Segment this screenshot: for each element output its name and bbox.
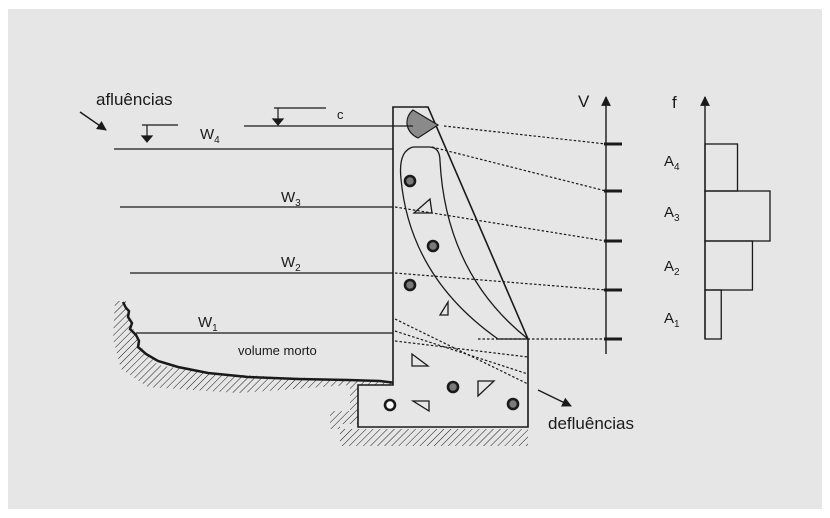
inflow-arrow-icon <box>79 111 107 131</box>
reservoir-diagram: afluências defluências volume morto c V … <box>8 9 822 509</box>
histogram-bar-a2 <box>704 240 754 291</box>
frequency-histogram <box>704 143 771 340</box>
outflow-label: defluências <box>548 414 634 433</box>
volume-axis <box>601 96 622 354</box>
outflow-arrow-icon <box>537 389 572 407</box>
dead-volume-label: volume morto <box>238 343 317 358</box>
level-label-w4: W4 <box>200 126 220 146</box>
control-level-marker-icon <box>271 107 326 126</box>
ground-hatching <box>113 301 528 446</box>
area-label-a2: A2 <box>664 258 680 278</box>
control-level-label: c <box>337 107 344 122</box>
area-label-a1: A1 <box>664 310 680 330</box>
dam-body <box>357 106 529 428</box>
histogram-bar-a1 <box>704 289 722 340</box>
level-label-w1: W1 <box>198 314 218 334</box>
level-label-w2: W2 <box>281 254 301 274</box>
area-label-a4: A4 <box>664 153 680 173</box>
intake-sector-icon <box>406 109 440 139</box>
volume-axis-label: V <box>578 92 590 111</box>
reservoir-bed <box>121 301 397 385</box>
frequency-axis-label: f <box>672 93 677 112</box>
aggregate-rings <box>383 174 520 412</box>
inflow-label: afluências <box>96 90 173 109</box>
water-level-marker-icon <box>140 124 178 143</box>
aggregate-triangles <box>410 197 496 413</box>
area-label-a3: A3 <box>664 204 680 224</box>
figure-panel: afluências defluências volume morto c V … <box>8 9 822 509</box>
level-label-w3: W3 <box>281 189 301 209</box>
projection-lines <box>394 125 607 385</box>
